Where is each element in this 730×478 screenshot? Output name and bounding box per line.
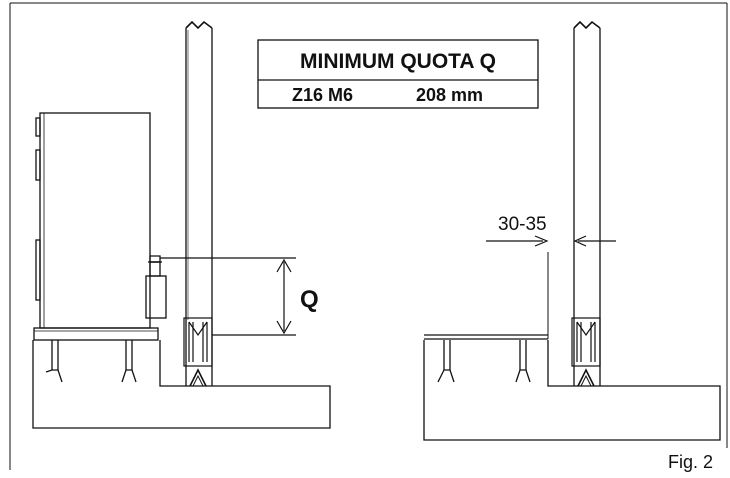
quota-table (257, 39, 539, 109)
figure-label: Fig. 2 (668, 452, 713, 472)
right-gate-leaf (573, 20, 601, 386)
table-model: Z16 M6 (292, 85, 353, 105)
gap-dimension (486, 235, 616, 247)
right-rack (571, 317, 601, 367)
right-guide-wheel (577, 368, 595, 387)
table-value: 208 mm (416, 85, 483, 105)
left-base-plate (33, 327, 159, 341)
q-dimension-label: Q (300, 286, 319, 313)
left-motor-housing (39, 112, 151, 329)
left-pinion-block (145, 275, 167, 319)
left-gate-leaf (185, 20, 213, 386)
left-rack (183, 317, 213, 367)
left-anchor-bolts (45, 340, 137, 383)
table-title: MINIMUM QUOTA Q (300, 50, 496, 73)
left-guide-wheel (189, 368, 207, 387)
right-view (423, 20, 721, 441)
left-foundation (32, 340, 331, 429)
figure-border (9, 2, 728, 470)
left-motor-flange (35, 117, 41, 137)
right-foundation (423, 340, 721, 441)
gap-dimension-label: 30-35 (498, 214, 547, 235)
left-view (32, 20, 331, 429)
right-anchor-bolts (437, 340, 531, 383)
q-dimension (160, 257, 296, 336)
